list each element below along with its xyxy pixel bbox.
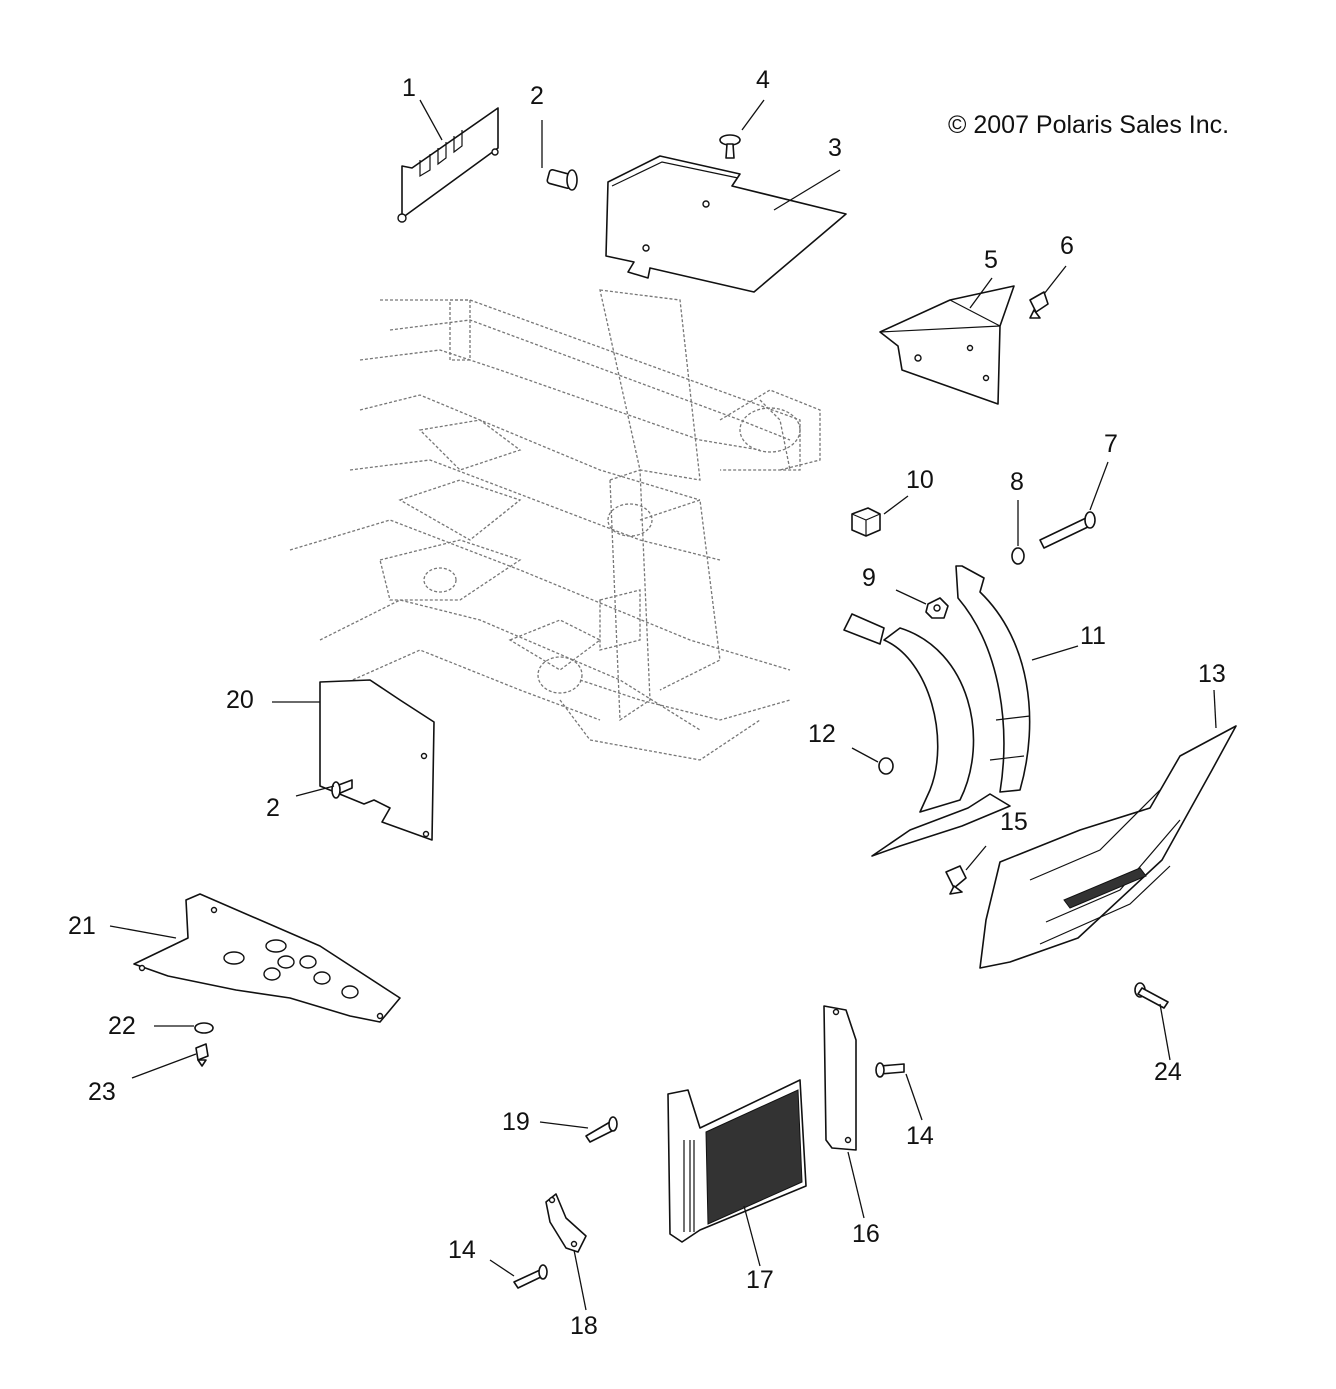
part-7-bolt xyxy=(1039,511,1096,549)
part-15-clip xyxy=(945,865,967,895)
callout-18: 18 xyxy=(570,1312,598,1340)
callout-13: 13 xyxy=(1198,660,1226,688)
part-22-washer xyxy=(194,1022,214,1034)
part-1-shield xyxy=(397,107,499,223)
callout-14: 14 xyxy=(906,1122,934,1150)
part-2-rivet xyxy=(546,169,578,191)
callout-3: 3 xyxy=(828,134,842,162)
part-10-block xyxy=(851,507,881,537)
callout-10: 10 xyxy=(906,466,934,494)
part-6-clip xyxy=(1029,291,1049,319)
callout-16: 16 xyxy=(852,1220,880,1248)
callout-9: 9 xyxy=(862,564,876,592)
part-8-washer xyxy=(1011,547,1025,565)
part-21-skid xyxy=(133,893,401,1023)
part-18-bracket xyxy=(545,1193,587,1253)
callout-7: 7 xyxy=(1104,430,1118,458)
callout-1: 1 xyxy=(402,74,416,102)
callout-8: 8 xyxy=(1010,468,1024,496)
callout-14-lower: 14 xyxy=(448,1236,476,1264)
callout-17: 17 xyxy=(746,1266,774,1294)
part-20-cover xyxy=(319,679,435,841)
callout-15: 15 xyxy=(1000,808,1028,836)
callout-5: 5 xyxy=(984,246,998,274)
leader-lines xyxy=(109,99,1217,1311)
callout-20: 20 xyxy=(226,686,254,714)
part-23-clip xyxy=(195,1043,209,1067)
callout-21: 21 xyxy=(68,912,96,940)
part-3-panel xyxy=(605,155,847,293)
part-14-screw-lower xyxy=(513,1264,548,1289)
vehicle-frame-reference xyxy=(289,289,821,761)
callout-6: 6 xyxy=(1060,232,1074,260)
part-17-grille xyxy=(667,1079,807,1243)
part-11-bumper xyxy=(843,565,1031,857)
callout-2-lower: 2 xyxy=(266,794,280,822)
part-5-bracket xyxy=(879,285,1015,405)
part-13-skid xyxy=(979,725,1237,969)
callout-11: 11 xyxy=(1080,622,1106,650)
callout-22: 22 xyxy=(108,1012,136,1040)
part-19-screw xyxy=(585,1116,618,1143)
callout-2: 2 xyxy=(530,82,544,110)
callout-labels: 1 2 3 4 5 6 7 8 9 10 11 12 13 14 15 16 1… xyxy=(68,66,1226,1340)
callout-4: 4 xyxy=(756,66,770,94)
part-9-nut xyxy=(925,597,949,619)
callout-23: 23 xyxy=(88,1078,116,1106)
part-14-screw-upper xyxy=(875,1062,905,1078)
callout-19: 19 xyxy=(502,1108,530,1136)
copyright-text: © 2007 Polaris Sales Inc. xyxy=(948,111,1229,139)
part-16-side-panel xyxy=(823,1005,857,1151)
callout-24: 24 xyxy=(1154,1058,1182,1086)
part-24-screw xyxy=(1134,982,1169,1009)
callout-12: 12 xyxy=(808,720,836,748)
part-12-washer xyxy=(878,757,894,775)
part-4-screw xyxy=(719,134,741,159)
